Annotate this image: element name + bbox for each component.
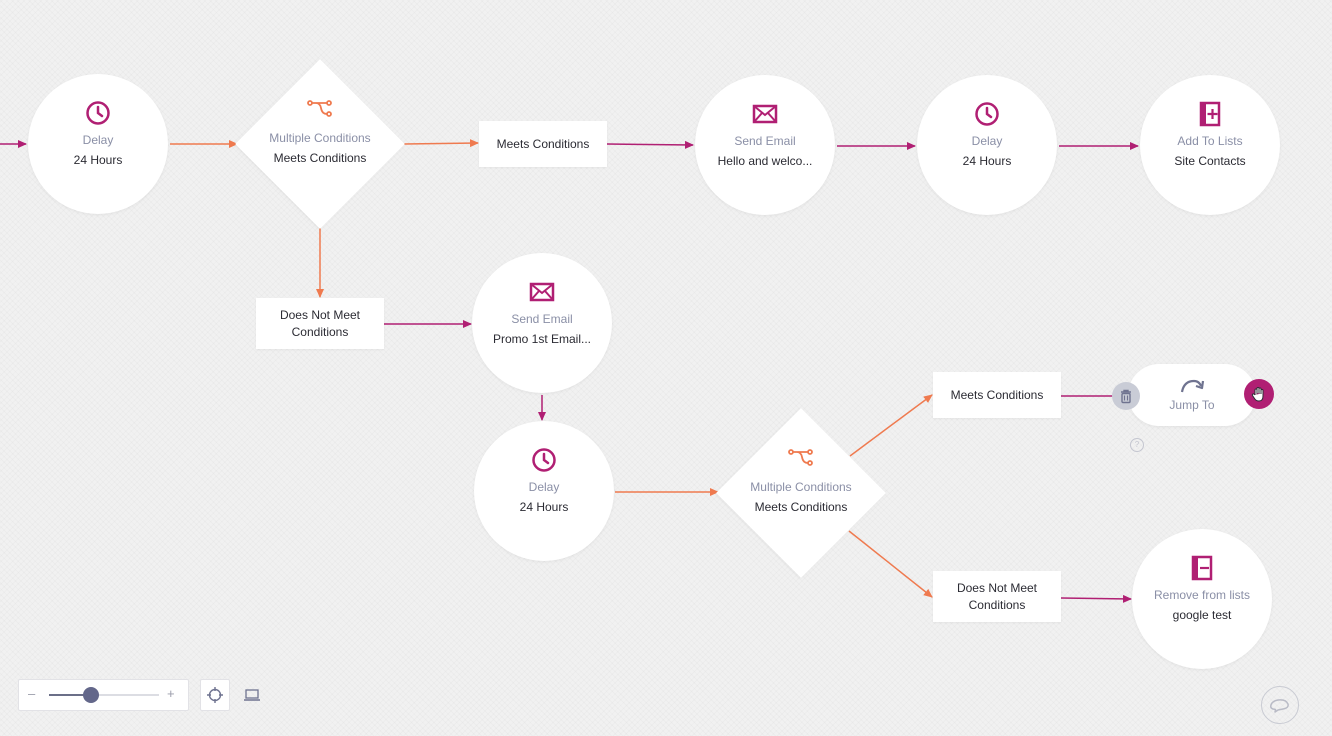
node-type-label: Delay bbox=[528, 480, 560, 494]
meets-conditions-label-1[interactable]: Meets Conditions bbox=[479, 121, 607, 167]
node-value-label: Hello and welco... bbox=[717, 154, 813, 168]
label-text-line-1: Does Not Meet bbox=[956, 580, 1038, 595]
remove-list-icon bbox=[1191, 555, 1213, 581]
fit-screen-button[interactable] bbox=[241, 684, 263, 706]
redo-arrow-icon bbox=[1180, 379, 1205, 393]
edge-notmeet2-to-removelists bbox=[1060, 594, 1132, 603]
label-text-line-2: Conditions bbox=[968, 597, 1026, 612]
meets-conditions-label-2[interactable]: Meets Conditions bbox=[933, 372, 1061, 418]
node-type-label: Delay bbox=[82, 133, 114, 147]
hand-grab-icon bbox=[1251, 386, 1264, 402]
node-value-label: 24 Hours bbox=[962, 154, 1012, 168]
remove-from-lists-node[interactable]: Remove from lists google test bbox=[1132, 529, 1272, 669]
node-value-label: 24 Hours bbox=[73, 153, 123, 167]
drag-handle-button[interactable] bbox=[1244, 379, 1274, 409]
send-email-node-1[interactable]: Send Email Hello and welco... bbox=[695, 75, 835, 215]
node-type-label: Send Email bbox=[511, 312, 573, 326]
edge-meets1-to-sendemail1 bbox=[606, 140, 694, 149]
node-type-label: Send Email bbox=[734, 134, 796, 148]
node-type-label: Jump To bbox=[1169, 398, 1215, 412]
label-text: Meets Conditions bbox=[496, 136, 590, 151]
node-type-label: Delay bbox=[971, 134, 1003, 148]
add-to-lists-node[interactable]: Add To Lists Site Contacts bbox=[1140, 75, 1280, 215]
zoom-out-button[interactable]: – bbox=[28, 686, 36, 701]
jump-to-node[interactable]: Jump To bbox=[1128, 364, 1256, 426]
crosshair-icon bbox=[207, 687, 223, 703]
node-value-label: Meets Conditions bbox=[754, 500, 848, 514]
zoom-slider-fill bbox=[49, 694, 91, 696]
node-value-label: Promo 1st Email... bbox=[492, 332, 592, 346]
send-email-node-2[interactable]: Send Email Promo 1st Email... bbox=[472, 253, 612, 393]
zoom-slider[interactable] bbox=[49, 687, 159, 703]
clock-icon bbox=[975, 102, 999, 126]
delay-node-3[interactable]: Delay 24 Hours bbox=[474, 421, 614, 561]
delay-node-2[interactable]: Delay 24 Hours bbox=[917, 75, 1057, 215]
conditions-node-1[interactable]: Multiple Conditions Meets Conditions bbox=[235, 59, 405, 229]
node-type-label: Add To Lists bbox=[1177, 134, 1243, 148]
clock-icon bbox=[532, 448, 556, 472]
label-text-line-2: Conditions bbox=[291, 324, 349, 339]
label-text: Meets Conditions bbox=[950, 387, 1044, 402]
node-type-label: Multiple Conditions bbox=[750, 480, 852, 494]
delay-node-1[interactable]: Delay 24 Hours bbox=[28, 74, 168, 214]
node-value-label: google test bbox=[1172, 608, 1232, 622]
node-value-label: Meets Conditions bbox=[273, 151, 367, 165]
node-type-label: Multiple Conditions bbox=[269, 131, 371, 145]
branch-icon bbox=[307, 100, 332, 117]
jump-to-help-icon[interactable]: ? bbox=[1130, 438, 1144, 452]
delete-node-button[interactable] bbox=[1112, 382, 1140, 410]
node-value-label: Site Contacts bbox=[1174, 154, 1246, 168]
zoom-in-button[interactable]: + bbox=[167, 686, 175, 701]
clock-icon bbox=[86, 101, 110, 125]
laptop-icon bbox=[244, 689, 260, 701]
add-list-icon bbox=[1199, 101, 1221, 127]
node-value-label: 24 Hours bbox=[519, 500, 569, 514]
envelope-icon bbox=[529, 282, 555, 302]
trash-icon bbox=[1121, 389, 1131, 403]
label-text-line-1: Does Not Meet bbox=[279, 307, 361, 322]
center-view-button[interactable] bbox=[200, 679, 230, 711]
chat-support-button[interactable] bbox=[1261, 686, 1299, 724]
branch-icon bbox=[788, 449, 813, 466]
chat-icon bbox=[1270, 699, 1289, 713]
node-type-label: Remove from lists bbox=[1153, 588, 1251, 602]
edge-conditions1-to-meets1 bbox=[403, 139, 479, 148]
zoom-control: – + bbox=[18, 679, 189, 711]
conditions-node-2[interactable]: Multiple Conditions Meets Conditions bbox=[716, 408, 886, 578]
envelope-icon bbox=[752, 104, 778, 124]
zoom-slider-thumb[interactable] bbox=[82, 687, 99, 703]
